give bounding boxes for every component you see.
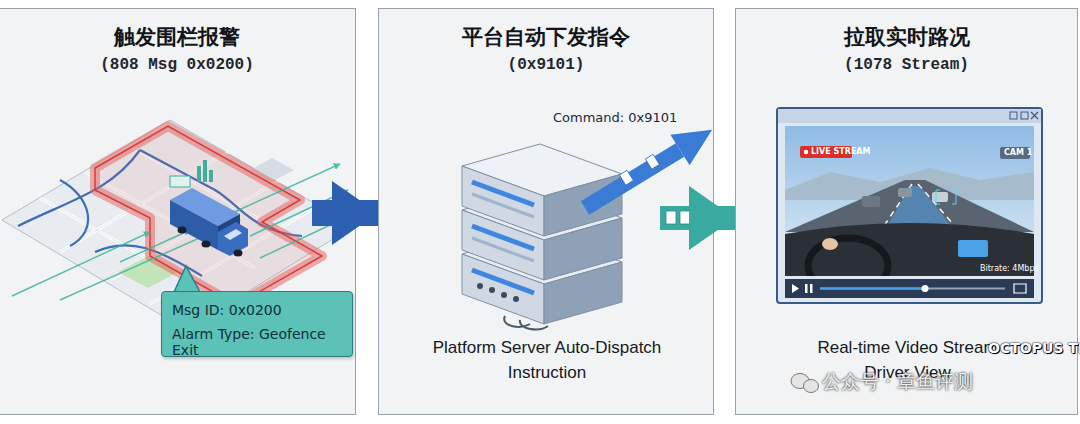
server-stack-part-part	[501, 292, 507, 298]
video-window-part	[1010, 112, 1017, 119]
watermark: 公众号 · 章鱼评测	[822, 369, 973, 395]
live-badge: LIVE STREAM	[811, 147, 871, 156]
message-id: (1078 Stream)	[736, 56, 1077, 74]
video-window-part	[922, 285, 929, 292]
video-window-part-part	[822, 238, 838, 250]
video-window-part	[1031, 112, 1038, 119]
flow-arrow-shaft	[312, 200, 336, 226]
video-window-part	[804, 150, 808, 154]
truck-part	[203, 160, 207, 182]
truck-part	[209, 170, 213, 182]
stream-arrow-shaft-part	[666, 211, 676, 224]
truck-part	[197, 166, 201, 182]
panel-title: 触发围栏报警	[0, 23, 355, 51]
server-stack	[462, 144, 622, 329]
truck-part	[178, 227, 187, 234]
video-window-part-part	[932, 192, 948, 202]
video-window-part-part	[862, 196, 880, 207]
truck-part	[218, 222, 248, 256]
video-window-part	[820, 288, 925, 290]
truck-part	[170, 176, 190, 187]
data-stream-lines-part	[120, 230, 190, 262]
panel-title: 拉取实时路况	[736, 23, 1077, 51]
command-label: Command: 0x9101	[553, 110, 677, 125]
camera-badge: CAM 1	[1004, 148, 1032, 157]
panel-caption: Platform Server Auto-Dispatch Instructio…	[432, 335, 662, 385]
message-id: (0x9101)	[379, 56, 713, 74]
video-window-part-part	[808, 238, 888, 276]
stream-arrow-shaft-part	[680, 211, 690, 224]
video-window-part-part	[958, 240, 988, 257]
server-stack-part-part	[477, 283, 483, 289]
video-window-part	[785, 279, 1034, 298]
flow-arrow	[714, 206, 735, 230]
alarm-detail: Msg ID: 0x0200	[172, 302, 347, 318]
wechat-icon-part	[804, 380, 819, 393]
video-window-part	[777, 108, 1042, 303]
video-window-part	[785, 126, 1034, 276]
video-window	[777, 108, 1042, 303]
callout-pointer	[174, 266, 200, 292]
video-window-part	[810, 284, 813, 293]
server-stack-part-part	[472, 182, 534, 205]
video-window-part-part	[898, 188, 912, 197]
server-stack-part-part	[472, 194, 534, 217]
truck-part	[202, 241, 211, 248]
bitrate-readout: Bitrate: 4Mbps	[980, 264, 1039, 273]
server-stack-part-part	[462, 166, 544, 236]
video-window-part	[820, 288, 1005, 290]
message-id: (808 Msg 0x0200)	[0, 56, 355, 74]
server-stack-part-part	[472, 238, 534, 261]
video-window-part	[805, 284, 808, 293]
alarm-callout: Msg ID: 0x0200Alarm Type: Geofence Exit	[161, 291, 353, 357]
video-window-part-part	[936, 190, 956, 204]
flow-arrow	[356, 200, 378, 226]
data-stream-lines-part	[250, 190, 348, 236]
truck	[170, 160, 248, 257]
truck-part	[170, 200, 218, 250]
video-window-part	[778, 109, 1041, 123]
watermark: OCTOPUS TEST	[988, 340, 1080, 356]
stream-arrow-shaft	[660, 206, 694, 230]
panel-title: 平台自动下发指令	[379, 23, 713, 51]
alarm-detail: Alarm Type: Geofence Exit	[172, 326, 350, 358]
truck-part	[234, 250, 243, 257]
video-window-part	[1021, 112, 1028, 119]
truck-part	[224, 229, 242, 240]
server-stack-part-part	[513, 296, 519, 302]
video-window-part-part	[785, 126, 1034, 276]
video-window-part	[792, 284, 799, 293]
video-window-part	[1014, 284, 1026, 293]
server-stack-part-part	[489, 287, 495, 293]
stream-arrow-shaft-part	[660, 206, 694, 230]
